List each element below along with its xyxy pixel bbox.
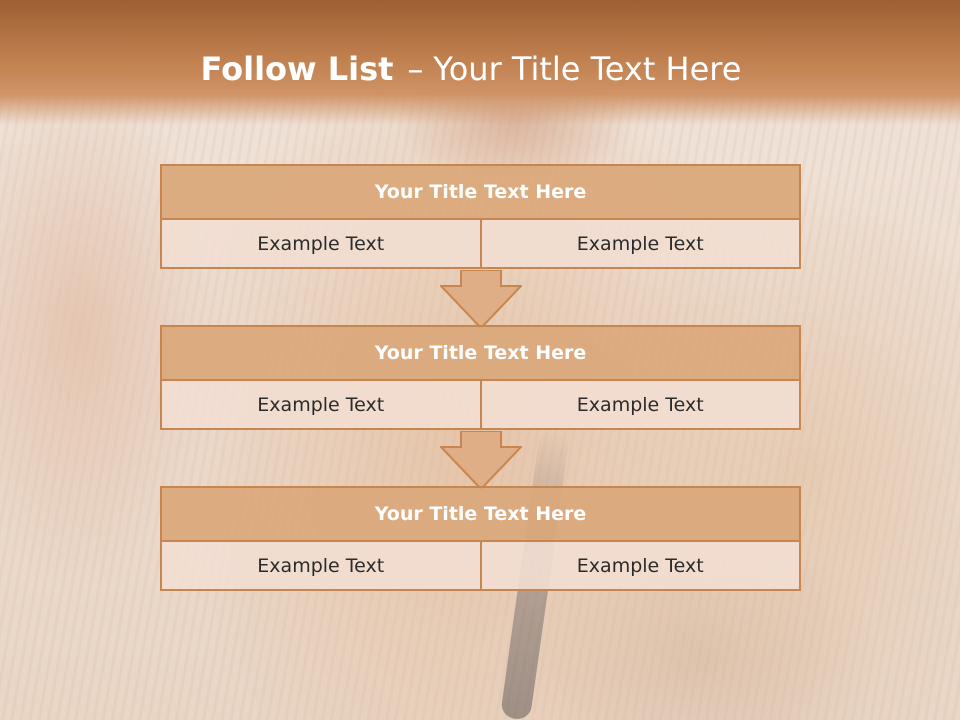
list-block-1: Your Title Text Here Example Text Exampl… bbox=[160, 164, 801, 269]
title-bold: Follow List bbox=[200, 50, 394, 88]
block-title: Your Title Text Here bbox=[160, 164, 801, 220]
title-subtitle: Your Title Text Here bbox=[433, 50, 742, 88]
block-title: Your Title Text Here bbox=[160, 325, 801, 381]
block-cell-right: Example Text bbox=[479, 381, 800, 428]
down-arrow-icon bbox=[440, 270, 522, 330]
list-block-2: Your Title Text Here Example Text Exampl… bbox=[160, 325, 801, 430]
block-cell-right: Example Text bbox=[479, 220, 800, 267]
title-bar bbox=[0, 0, 960, 125]
slide-title: Follow List–Your Title Text Here bbox=[0, 50, 942, 88]
block-row: Example Text Example Text bbox=[160, 381, 801, 430]
block-title: Your Title Text Here bbox=[160, 486, 801, 542]
block-row: Example Text Example Text bbox=[160, 220, 801, 269]
list-block-3: Your Title Text Here Example Text Exampl… bbox=[160, 486, 801, 591]
block-cell-left: Example Text bbox=[257, 232, 385, 255]
block-cell-left: Example Text bbox=[257, 393, 385, 416]
block-row: Example Text Example Text bbox=[160, 542, 801, 591]
down-arrow-icon bbox=[440, 431, 522, 491]
block-cell-right: Example Text bbox=[479, 542, 800, 589]
block-cell-left: Example Text bbox=[257, 554, 385, 577]
title-separator: – bbox=[407, 50, 424, 88]
